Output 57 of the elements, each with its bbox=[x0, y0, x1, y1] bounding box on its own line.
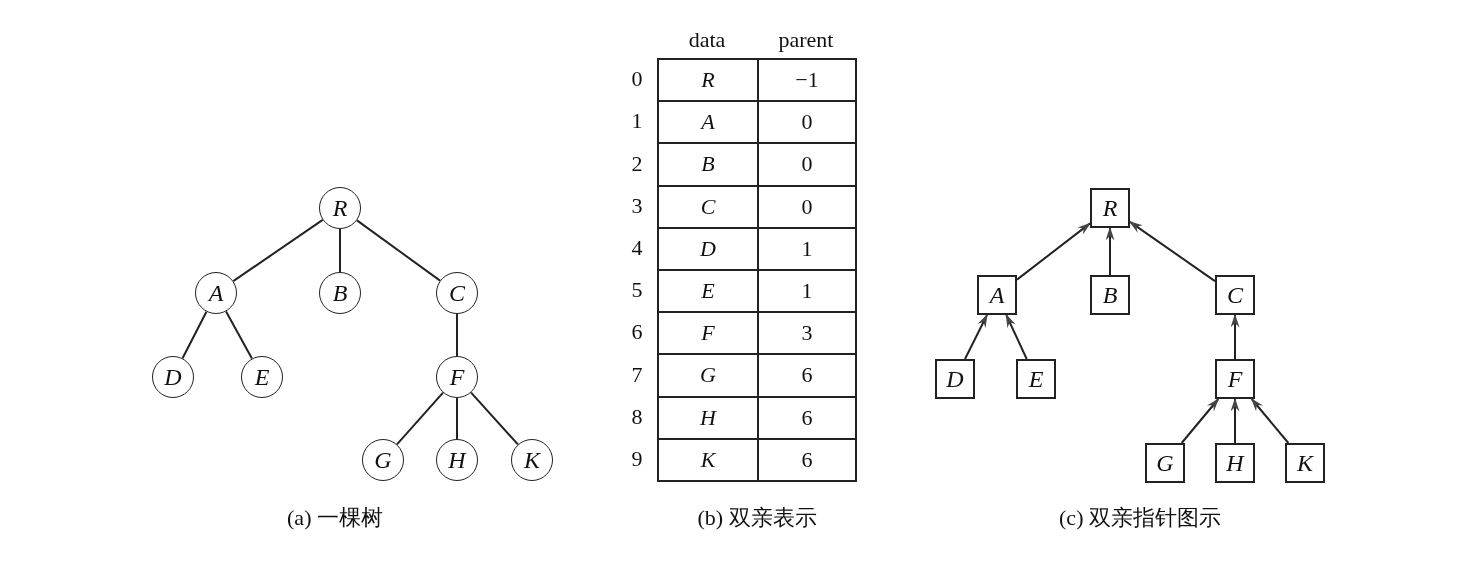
connector-line bbox=[470, 391, 519, 446]
connector-line bbox=[232, 218, 324, 283]
circle-node: F bbox=[436, 356, 478, 398]
arrow bbox=[1129, 220, 1216, 283]
circle-node: K bbox=[511, 439, 553, 481]
box-node: G bbox=[1145, 443, 1185, 483]
table-cell: K bbox=[657, 437, 759, 482]
connector-line bbox=[225, 310, 253, 360]
circle-node: G bbox=[362, 439, 404, 481]
box-node: H bbox=[1215, 443, 1255, 483]
circle-node: C bbox=[436, 272, 478, 314]
row-index: 4 bbox=[631, 234, 643, 261]
connector-line bbox=[181, 310, 208, 360]
arrow bbox=[1250, 398, 1290, 444]
box-node: K bbox=[1285, 443, 1325, 483]
connector-line bbox=[456, 313, 458, 357]
column-header: parent bbox=[778, 27, 834, 53]
connector-line bbox=[356, 219, 441, 282]
circle-node: E bbox=[241, 356, 283, 398]
row-index: 6 bbox=[631, 319, 643, 346]
connector-line bbox=[456, 397, 458, 440]
row-index: 8 bbox=[631, 403, 643, 430]
arrow bbox=[1180, 398, 1220, 444]
table-cell: 6 bbox=[757, 437, 857, 482]
connector-line bbox=[396, 391, 444, 446]
caption: (b) 双亲表示 bbox=[697, 504, 817, 532]
column-header: data bbox=[688, 27, 726, 53]
arrow bbox=[1230, 313, 1240, 360]
row-index: 0 bbox=[631, 66, 643, 93]
row-index: 9 bbox=[631, 445, 643, 472]
box-node: B bbox=[1090, 275, 1130, 315]
row-index: 2 bbox=[631, 150, 643, 177]
arrow bbox=[1230, 397, 1240, 444]
box-node: E bbox=[1016, 359, 1056, 399]
box-node: F bbox=[1215, 359, 1255, 399]
row-index: 1 bbox=[631, 108, 643, 135]
arrow bbox=[1005, 314, 1028, 360]
circle-node: A bbox=[195, 272, 237, 314]
row-index: 5 bbox=[631, 277, 643, 304]
box-node: C bbox=[1215, 275, 1255, 315]
circle-node: H bbox=[436, 439, 478, 481]
arrow bbox=[964, 314, 988, 360]
table-cell: R bbox=[657, 58, 759, 103]
table-cell: −1 bbox=[757, 58, 857, 103]
row-index: 7 bbox=[631, 361, 643, 388]
row-index: 3 bbox=[631, 192, 643, 219]
box-node: A bbox=[977, 275, 1017, 315]
box-node: D bbox=[935, 359, 975, 399]
caption: (a) 一棵树 bbox=[287, 504, 383, 532]
box-node: R bbox=[1090, 188, 1130, 228]
circle-node: D bbox=[152, 356, 194, 398]
arrow bbox=[1016, 222, 1091, 281]
connector-line bbox=[339, 228, 341, 273]
circle-node: R bbox=[319, 187, 361, 229]
caption: (c) 双亲指针图示 bbox=[1059, 504, 1221, 532]
arrow bbox=[1105, 226, 1115, 276]
circle-node: B bbox=[319, 272, 361, 314]
